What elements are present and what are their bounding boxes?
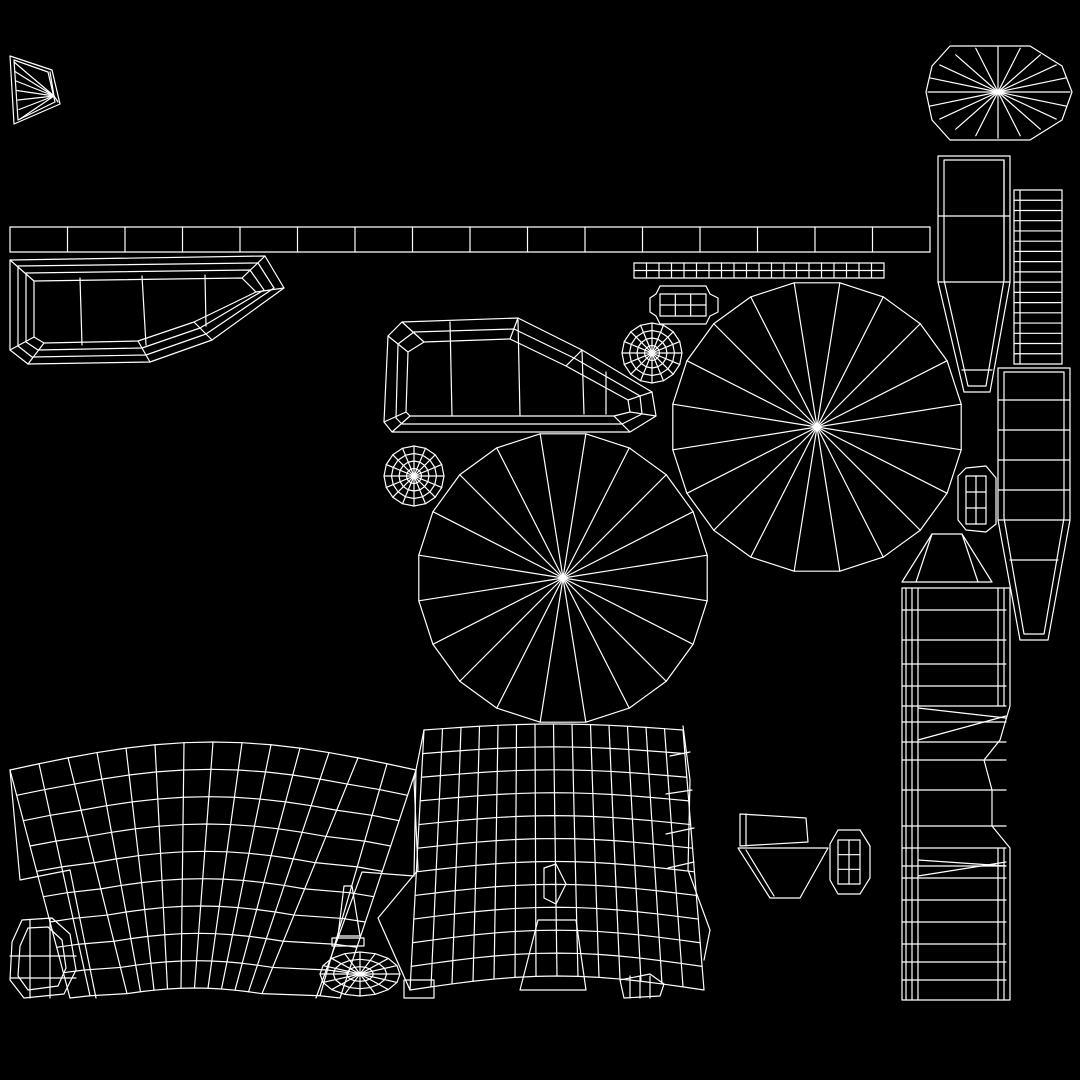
large-disc-lower-island — [418, 433, 708, 723]
panel-center-island — [383, 317, 657, 433]
large-disc-upper-island — [672, 282, 962, 572]
small-disc-upper-island — [621, 322, 683, 384]
long-strip-island — [9, 226, 931, 253]
box-small-island — [649, 285, 719, 325]
tapered-column-lower-island — [997, 367, 1071, 641]
cone-small-island — [9, 55, 61, 125]
bottom-center-grid-island — [377, 723, 711, 991]
tapered-column-upper-island — [937, 155, 1011, 393]
uv-islands — [9, 45, 1073, 1001]
small-disc-lower-island — [383, 445, 445, 507]
short-strip-island — [633, 262, 885, 279]
panel-left-island — [9, 255, 285, 365]
octagon-fan-island — [925, 45, 1073, 141]
tall-column-island — [901, 533, 1011, 1001]
bottom-small-pieces-island — [9, 813, 871, 999]
small-block-island — [957, 465, 997, 533]
ladder-strip-island — [1013, 189, 1063, 365]
